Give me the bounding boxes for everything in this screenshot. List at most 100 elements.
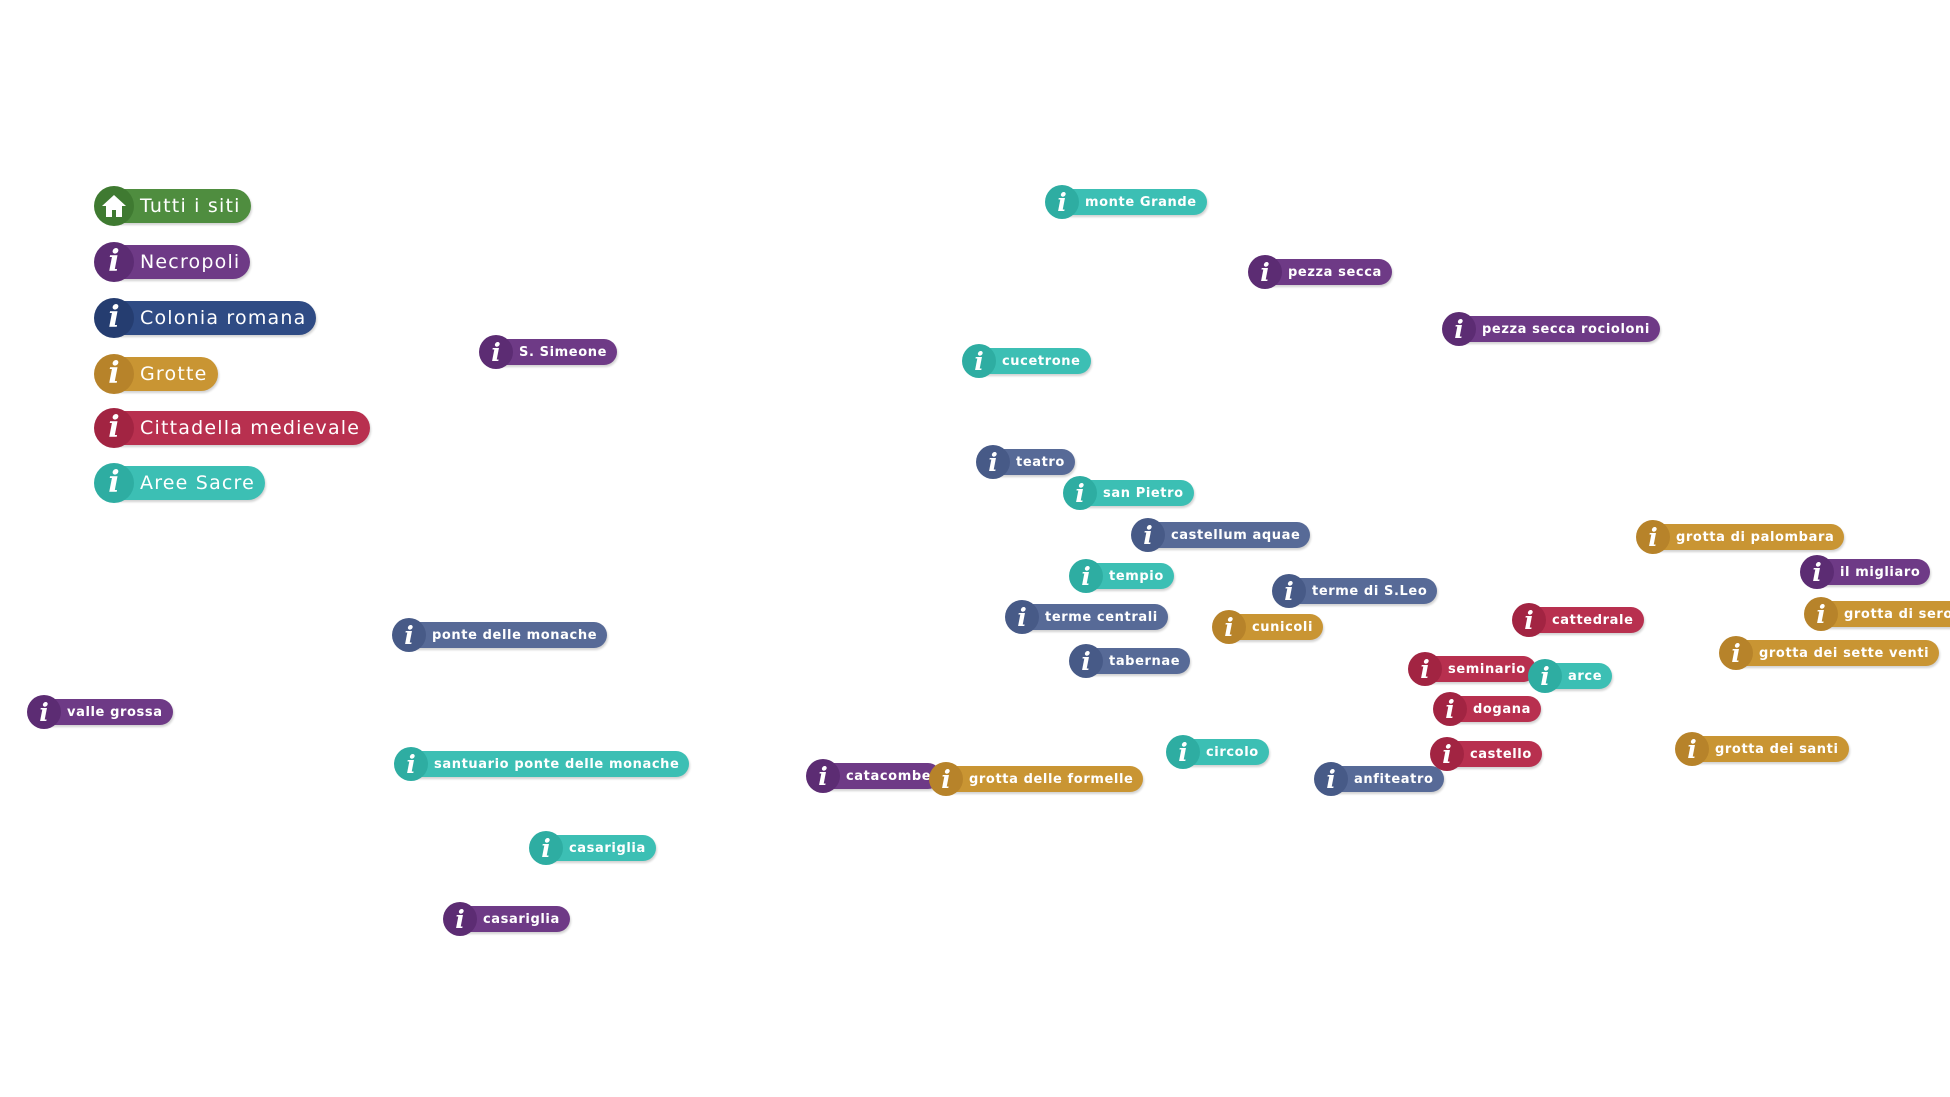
info-icon: i [27,695,61,729]
site-marker-arce[interactable]: i arce [1528,659,1613,693]
info-icon: i [94,463,134,503]
legend-necropoli-button[interactable]: i Necropoli [94,242,251,282]
legend-colonia-romana-button[interactable]: i Colonia romana [94,298,317,338]
info-icon: i [529,831,563,865]
site-marker-ponte-monache[interactable]: i ponte delle monache [392,618,608,652]
legend-grotte-button[interactable]: i Grotte [94,354,218,394]
info-icon: i [1212,610,1246,644]
site-marker-il-migliaro[interactable]: i il migliaro [1800,555,1931,589]
info-icon: i [1131,518,1165,552]
info-icon: i [1719,636,1753,670]
site-marker-santuario-ponte-monache[interactable]: i santuario ponte delle monache [394,747,690,781]
site-label: grotta di seroie [1844,606,1950,622]
info-icon: i [962,344,996,378]
site-label: cunicoli [1252,619,1314,635]
site-marker-casariglia-teal[interactable]: i casariglia [529,831,656,865]
site-marker-casariglia-purple[interactable]: i casariglia [443,902,570,936]
site-marker-cucetrone[interactable]: i cucetrone [962,344,1091,378]
legend-label: Aree Sacre [140,472,256,494]
site-label: arce [1568,668,1603,684]
site-marker-grotta-formelle[interactable]: i grotta delle formelle [929,762,1144,796]
site-label: teatro [1016,454,1065,470]
site-marker-teatro[interactable]: i teatro [976,445,1075,479]
info-icon: i [1636,520,1670,554]
info-icon: i [94,408,134,448]
legend-all-sites-button[interactable]: Tutti i siti [94,186,251,226]
info-icon: i [1248,255,1282,289]
site-marker-grotta-seroie[interactable]: i grotta di seroie [1804,597,1950,631]
info-icon: i [1063,476,1097,510]
site-label: castellum aquae [1171,527,1301,543]
info-icon: i [1314,762,1348,796]
home-icon [94,186,134,226]
site-marker-terme-s-leo[interactable]: i terme di S.Leo [1272,574,1438,608]
site-label: il migliaro [1840,564,1921,580]
site-marker-tempio[interactable]: i tempio [1069,559,1174,593]
site-label: catacombe [846,768,932,784]
site-label: ponte delle monache [432,627,598,643]
info-icon: i [1528,659,1562,693]
legend-label: Cittadella medievale [140,417,361,439]
site-label: cucetrone [1002,353,1081,369]
site-label: dogana [1473,701,1531,717]
site-label: casariglia [569,840,646,856]
info-icon: i [1442,312,1476,346]
site-label: pezza secca [1288,264,1382,280]
site-marker-terme-centrali[interactable]: i terme centrali [1005,600,1168,634]
info-icon: i [392,618,426,652]
info-icon: i [94,298,134,338]
info-icon: i [1069,644,1103,678]
site-marker-dogana[interactable]: i dogana [1433,692,1541,726]
site-marker-valle-grossa[interactable]: i valle grossa [27,695,173,729]
site-marker-monte-grande[interactable]: i monte Grande [1045,185,1207,219]
info-icon: i [1005,600,1039,634]
info-icon: i [929,762,963,796]
info-icon: i [94,242,134,282]
site-marker-castellum-aquae[interactable]: i castellum aquae [1131,518,1311,552]
site-marker-tabernae[interactable]: i tabernae [1069,644,1191,678]
site-marker-grotta-santi[interactable]: i grotta dei santi [1675,732,1849,766]
site-label: santuario ponte delle monache [434,756,680,772]
site-marker-grotta-sette-venti[interactable]: i grotta dei sette venti [1719,636,1940,670]
info-icon: i [1800,555,1834,589]
site-marker-san-pietro[interactable]: i san Pietro [1063,476,1194,510]
info-icon: i [1069,559,1103,593]
legend-aree-sacre-button[interactable]: i Aree Sacre [94,463,266,503]
site-label: circolo [1206,744,1259,760]
site-label: S. Simeone [519,344,608,360]
site-label: cattedrale [1552,612,1634,628]
info-icon: i [1804,597,1838,631]
site-marker-catacombe[interactable]: i catacombe [806,759,942,793]
site-label: pezza secca rocioloni [1482,321,1650,337]
site-label: tempio [1109,568,1164,584]
site-label: terme centrali [1045,609,1158,625]
legend-label: Colonia romana [140,307,307,329]
site-marker-pezza-secca-rocioloni[interactable]: i pezza secca rocioloni [1442,312,1660,346]
site-marker-cunicoli[interactable]: i cunicoli [1212,610,1324,644]
site-label: grotta di palombara [1676,529,1835,545]
info-icon: i [1430,737,1464,771]
info-icon: i [394,747,428,781]
info-icon: i [479,335,513,369]
site-label: grotta dei sette venti [1759,645,1930,661]
site-label: seminario [1448,661,1526,677]
info-icon: i [976,445,1010,479]
site-label: san Pietro [1103,485,1184,501]
site-label: castello [1470,746,1532,762]
site-label: casariglia [483,911,560,927]
info-icon: i [1045,185,1079,219]
info-icon: i [1408,652,1442,686]
legend-cittadella-button[interactable]: i Cittadella medievale [94,408,371,448]
site-marker-grotta-palombara[interactable]: i grotta di palombara [1636,520,1845,554]
legend-label: Tutti i siti [140,195,241,217]
site-label: valle grossa [67,704,163,720]
site-marker-cattedrale[interactable]: i cattedrale [1512,603,1644,637]
site-marker-s-simeone[interactable]: i S. Simeone [479,335,618,369]
site-marker-castello[interactable]: i castello [1430,737,1542,771]
site-marker-anfiteatro[interactable]: i anfiteatro [1314,762,1444,796]
site-marker-circolo[interactable]: i circolo [1166,735,1269,769]
site-marker-seminario[interactable]: i seminario [1408,652,1536,686]
site-marker-pezza-secca[interactable]: i pezza secca [1248,255,1392,289]
site-label: tabernae [1109,653,1181,669]
info-icon: i [1512,603,1546,637]
